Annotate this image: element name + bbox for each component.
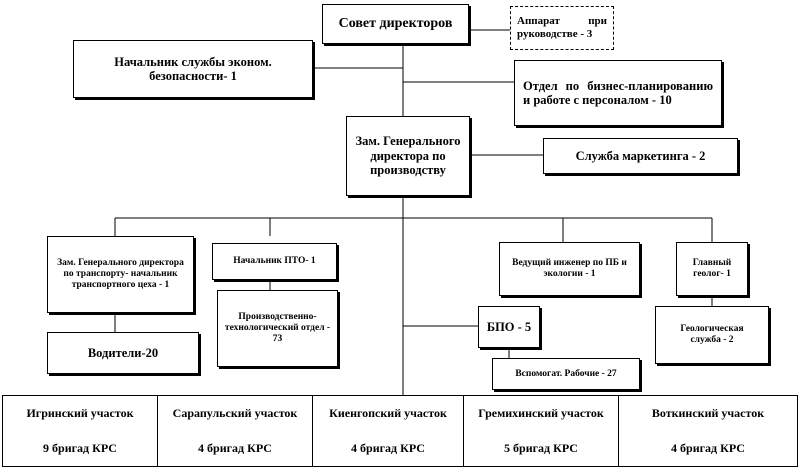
aux-workers-box: Вспомогат. Рабочие - 27 bbox=[492, 358, 640, 390]
site-brigades: 4 бригад КРС bbox=[671, 441, 745, 455]
site-name: Сарапульский участок bbox=[172, 406, 298, 420]
site-name: Киенгопский участок bbox=[329, 406, 447, 420]
site-gremikhinsky: Гремихинский участок 5 бригад КРС bbox=[463, 395, 619, 467]
bpo-box: БПО - 5 bbox=[478, 306, 540, 348]
marketing-box: Служба маркетинга - 2 bbox=[543, 138, 738, 174]
production-deputy-box: Зам. Генерального директора по производс… bbox=[346, 116, 470, 196]
site-brigades: 4 бригад КРС bbox=[198, 441, 272, 455]
chief-geologist-box: Главный геолог- 1 bbox=[676, 242, 748, 296]
transport-deputy-box: Зам. Генерального директора по транспорт… bbox=[47, 236, 194, 313]
site-igrinsky: Игринский участок 9 бригад КРС bbox=[2, 395, 158, 467]
site-brigades: 5 бригад КРС bbox=[504, 441, 578, 455]
site-votkinsky: Воткинский участок 4 бригад КРС bbox=[618, 395, 798, 467]
pto-head-box: Начальник ПТО- 1 bbox=[212, 243, 337, 280]
bizplan-dept-box: Отдел по бизнес-планированию и работе с … bbox=[514, 60, 722, 126]
lead-engineer-box: Ведущий инженер по ПБ и экологии - 1 bbox=[499, 242, 640, 296]
site-brigades: 9 бригад КРС bbox=[43, 441, 117, 455]
board-of-directors: Совет директоров bbox=[322, 4, 469, 44]
site-sarapulsky: Сарапульский участок 4 бригад КРС bbox=[157, 395, 313, 467]
site-kiengopsky: Киенгопский участок 4 бригад КРС bbox=[312, 395, 464, 467]
apparatus-box: Аппарат при руководстве - 3 bbox=[510, 6, 614, 50]
site-name: Воткинский участок bbox=[651, 406, 765, 420]
site-brigades: 4 бригад КРС bbox=[351, 441, 425, 455]
pto-dept-box: Производственно-технологический отдел - … bbox=[217, 290, 338, 367]
drivers-box: Водители-20 bbox=[47, 332, 199, 374]
site-name: Гремихинский участок bbox=[478, 406, 604, 420]
site-name: Игринский участок bbox=[26, 406, 134, 420]
security-head-box: Начальник службы эконом. безопасности- 1 bbox=[73, 40, 313, 98]
geo-service-box: Геологическая служба - 2 bbox=[655, 306, 769, 364]
